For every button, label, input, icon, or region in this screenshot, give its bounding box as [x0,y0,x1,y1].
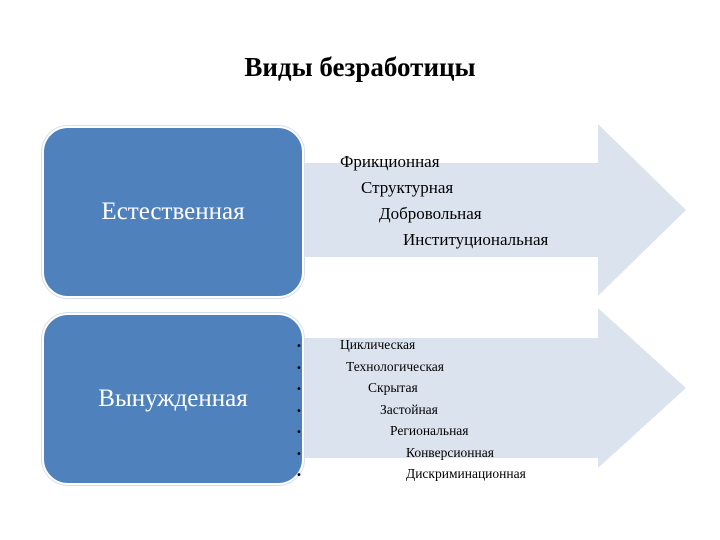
page-title: Виды безработицы [244,52,476,82]
list-item: • Технологическая [296,357,526,379]
list-item-label: Циклическая [340,337,416,352]
bullet-icon: • [296,384,302,395]
list-item-label: Застойная [380,401,438,417]
bullet-icon: • [296,362,302,374]
list-item: • Конверсионная [296,443,526,465]
list-item: Добровольная [379,204,482,223]
forced-types-list: • Циклическая • Технологическая • Скрытая •… [296,335,526,486]
arrow-natural [270,124,686,296]
category-box-natural: Естественная [42,126,304,298]
list-item: • Скрытая [296,378,526,400]
list-item: • Застойная [296,400,526,422]
bullet-icon: • [296,427,302,438]
arrow-forced [270,308,686,468]
list-item: Структурная [361,178,454,197]
list-item: • Циклическая [296,335,526,357]
bullet-icon: • [296,341,302,352]
list-item-label: Конверсионная [406,444,494,460]
list-item-label: Дискриминационная [406,466,526,481]
category-box-forced: Вынужденная [42,313,304,485]
list-item-label: Региональная [390,423,469,438]
bullet-icon: • [296,470,302,481]
category-label-forced: Вынужденная [98,385,248,412]
bullet-icon: • [296,405,302,417]
list-item: • Региональная [296,421,526,443]
list-item: • Дискриминационная [296,464,526,486]
list-item-label: Скрытая [368,380,418,395]
bullet-icon: • [296,448,302,460]
list-item: Фрикционная [340,152,440,171]
category-label-natural: Естественная [101,198,245,225]
natural-types-list: Фрикционная Структурная Добровольная Инс… [340,149,548,253]
list-item-label: Технологическая [346,358,445,374]
list-item: Институциональная [403,230,549,249]
